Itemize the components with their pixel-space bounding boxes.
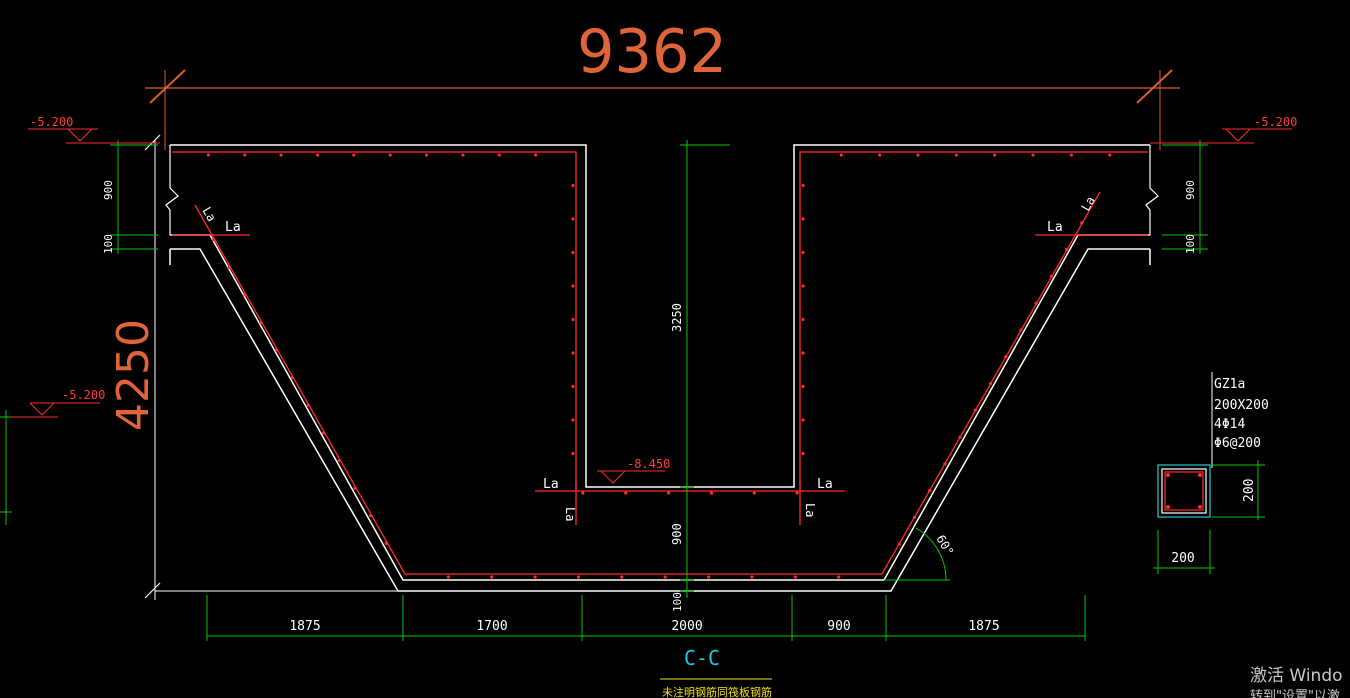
bottom-dim-3: 2000 [671,619,702,634]
overall-height-dimension: 4250 [108,134,161,600]
svg-text:-8.450: -8.450 [627,457,670,471]
bottom-dimensions: 1875 1700 2000 900 1875 [206,595,1086,641]
svg-text:-5.200: -5.200 [30,115,73,129]
anchor-label-top-right: La [1047,220,1063,235]
activation-watermark: 激活 Windo 转到"设置"以激 [1250,666,1343,698]
section-title-block: C-C 未注明钢筋同筏板钢筋 [660,646,772,698]
pit-outline [155,144,1159,592]
anchor-label-top-left: La [225,220,241,235]
svg-text:Φ6@200: Φ6@200 [1214,436,1261,451]
anchor-label-slope-right: La [1078,194,1097,214]
svg-text:200: 200 [1242,479,1257,502]
overall-width-dimension: 9362 [145,17,1180,150]
overall-height-value: 4250 [108,319,159,431]
bottom-dim-2: 1700 [476,619,507,634]
svg-text:100: 100 [671,592,684,612]
right-wall-dimensions: 900 100 [1162,140,1208,254]
elevation-top-right: -5.200 [1150,115,1297,144]
svg-text:100: 100 [1184,234,1197,254]
elevation-mid-left: -5.200 [0,388,105,418]
svg-text:60°: 60° [933,533,956,559]
anchor-label-pit-left-down: La [563,507,577,521]
svg-text:4Φ14: 4Φ14 [1214,417,1245,432]
rebar-lines [172,151,1148,575]
svg-text:900: 900 [670,523,684,545]
section-title: C-C [684,646,720,670]
svg-text:900: 900 [1184,180,1197,200]
svg-text:900: 900 [102,180,115,200]
svg-text:200X200: 200X200 [1214,398,1269,413]
center-depth-dimensions: 3250 900 100 [670,140,730,612]
bottom-dim-1: 1875 [289,619,320,634]
svg-text:-5.200: -5.200 [1254,115,1297,129]
bottom-dim-5: 1875 [968,619,999,634]
anchor-label-pit-right: La [817,477,833,492]
rebar-dots [206,153,1112,579]
svg-text:100: 100 [102,234,115,254]
column-gz1a: GZ1a 200X200 4Φ14 Φ6@200 200 200 [1153,372,1269,574]
bottom-dim-4: 900 [827,619,850,634]
svg-text:GZ1a: GZ1a [1214,377,1245,392]
anchor-label-slope-left: La [199,205,218,225]
left-wall-dimensions: 900 100 [102,140,158,254]
svg-text:转到"设置"以激: 转到"设置"以激 [1250,689,1340,698]
section-note: 未注明钢筋同筏板钢筋 [662,685,772,698]
angle-marker: 60° [884,527,956,581]
anchor-label-pit-right-down: La [803,503,817,517]
elevation-top-left: -5.200 [28,115,160,144]
elevation-pit-bottom: -8.450 [597,457,670,484]
overall-width-value: 9362 [577,17,727,87]
anchor-label-pit-left: La [543,477,559,492]
svg-text:激活 Windo: 激活 Windo [1250,666,1343,686]
svg-text:3250: 3250 [670,303,684,332]
svg-text:-5.200: -5.200 [62,388,105,402]
svg-text:200: 200 [1171,551,1194,566]
